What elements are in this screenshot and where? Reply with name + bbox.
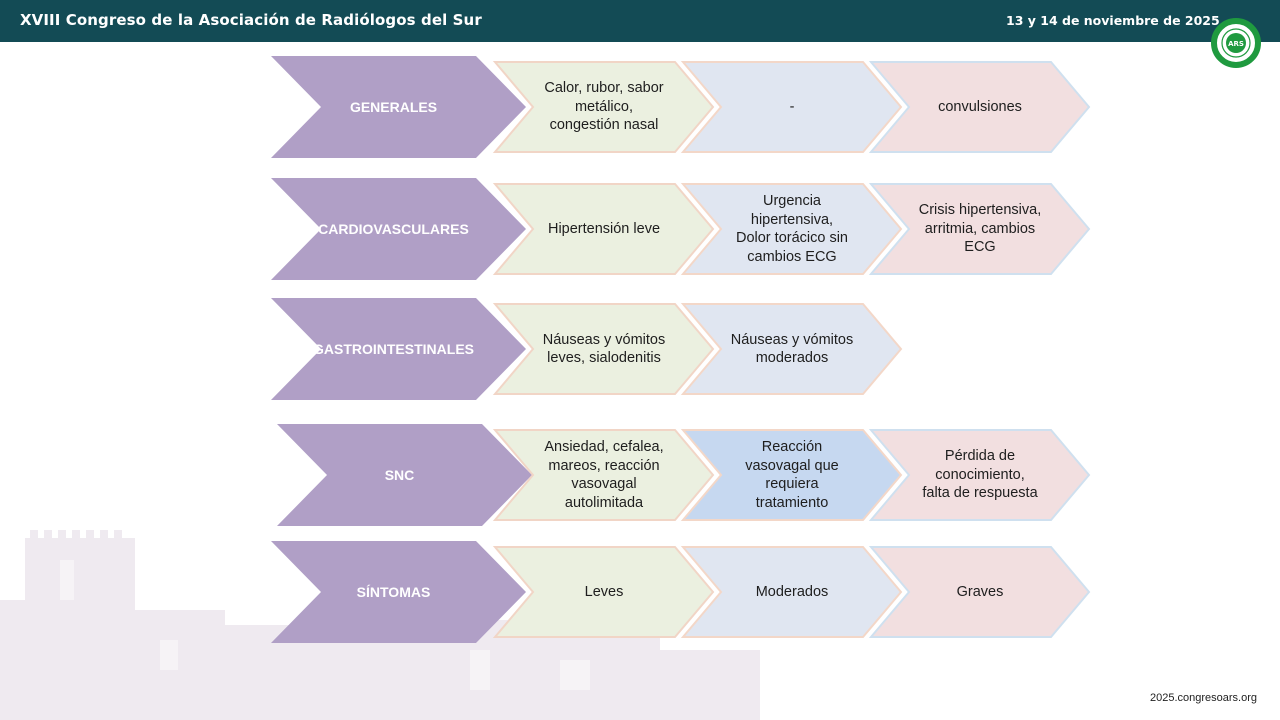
- footer-website-url: 2025.congresoars.org: [1150, 692, 1258, 704]
- moderate-cell-text: Urgencia hipertensiva, Dolor torácico si…: [735, 193, 848, 265]
- category-label: CARDIOVASCULARES: [318, 221, 469, 237]
- moderate-cell-text: Náuseas y vómitos moderados: [730, 331, 854, 367]
- moderate-cell-text: Moderados: [755, 583, 829, 600]
- moderate-cell-chevron: [680, 183, 903, 275]
- mild-cell-text: Náuseas y vómitos leves, sialodenitis: [542, 331, 666, 367]
- severe-cell-chevron: [868, 429, 1091, 521]
- congress-date: 13 y 14 de noviembre de 2025: [1006, 13, 1220, 28]
- severe-cell-chevron: [868, 61, 1091, 153]
- logo-center-text: ARS: [1228, 40, 1244, 48]
- moderate-cell-chevron: [680, 546, 903, 638]
- category-label: GENERALES: [349, 99, 438, 115]
- mild-cell-text: Calor, rubor, sabor metálico, congestión…: [544, 80, 664, 134]
- severe-cell-chevron: [868, 183, 1091, 275]
- mild-cell-chevron: [492, 61, 715, 153]
- moderate-cell-text: Reacción vasovagal que requiera tratamie…: [745, 439, 839, 511]
- category-label: GASTROINTESTINALES: [312, 341, 474, 357]
- mild-cell-chevron: [492, 429, 715, 521]
- mild-cell-text: Leves: [584, 583, 624, 600]
- top-header-bar: XVIII Congreso de la Asociación de Radió…: [0, 0, 1280, 42]
- moderate-cell-chevron: [680, 303, 903, 395]
- category-chevron: [271, 56, 526, 158]
- category-label: SÍNTOMAS: [356, 584, 431, 600]
- moderate-cell-chevron: [680, 429, 903, 521]
- mild-cell-chevron: [492, 303, 715, 395]
- category-label: SNC: [384, 467, 415, 483]
- category-chevron: [271, 541, 526, 643]
- ars-logo-icon: ARS: [1211, 18, 1261, 68]
- category-chevron: [271, 178, 526, 280]
- moderate-cell-chevron: [680, 61, 903, 153]
- moderate-cell-text: -: [789, 98, 795, 115]
- severe-cell-text: Graves: [956, 583, 1004, 600]
- category-chevron: [271, 298, 526, 400]
- city-silhouette-background: [0, 530, 760, 720]
- severe-cell-text: Crisis hipertensiva, arritmia, cambios E…: [918, 202, 1042, 256]
- mild-cell-text: Ansiedad, cefalea, mareos, reacción vaso…: [544, 439, 664, 511]
- mild-cell-chevron: [492, 183, 715, 275]
- mild-cell-text: Hipertensión leve: [547, 220, 661, 237]
- mild-cell-chevron: [492, 546, 715, 638]
- congress-title: XVIII Congreso de la Asociación de Radió…: [20, 11, 482, 29]
- severe-cell-text: convulsiones: [938, 98, 1022, 115]
- severe-cell-text: Pérdida de conocimiento, falta de respue…: [922, 448, 1038, 502]
- severe-cell-chevron: [868, 546, 1091, 638]
- category-chevron: [277, 424, 532, 526]
